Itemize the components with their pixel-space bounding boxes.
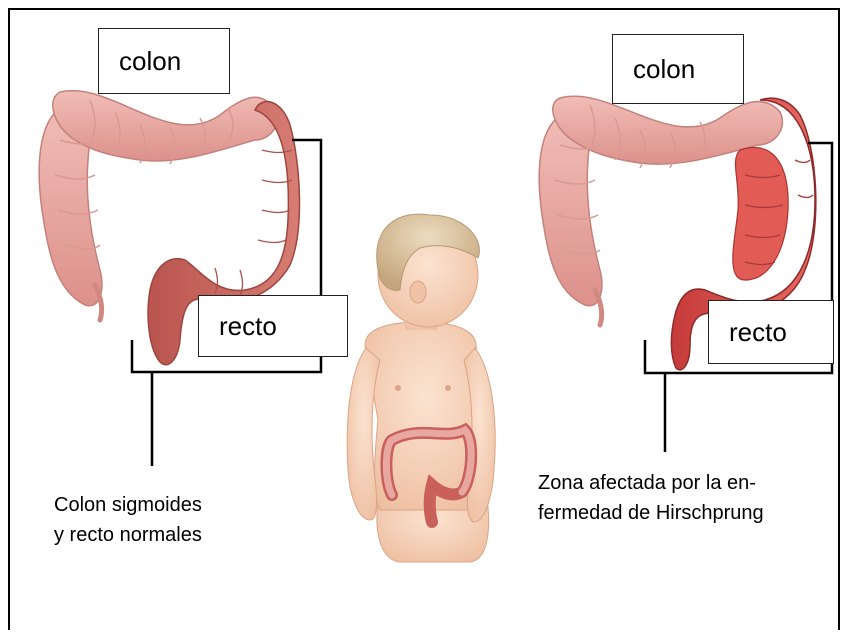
right-colon-label: colon — [612, 34, 744, 104]
left-rectum-label-text: recto — [219, 311, 277, 342]
right-caption-line1: Zona afectada por la en- — [538, 468, 764, 498]
left-caption-line1: Colon sigmoides — [54, 490, 202, 520]
right-caption: Zona afectada por la en- fermedad de Hir… — [538, 468, 764, 528]
right-rectum-label-text: recto — [729, 317, 787, 348]
child-figure — [347, 214, 495, 562]
left-caption-line2: y recto normales — [54, 520, 202, 550]
right-caption-line2: fermedad de Hirschprung — [538, 498, 764, 528]
left-colon-label: colon — [98, 28, 230, 94]
right-colon-label-text: colon — [633, 54, 695, 85]
left-caption: Colon sigmoides y recto normales — [54, 490, 202, 550]
left-colon-label-text: colon — [119, 46, 181, 77]
left-rectum-label: recto — [198, 295, 348, 357]
right-rectum-label: recto — [708, 300, 834, 364]
